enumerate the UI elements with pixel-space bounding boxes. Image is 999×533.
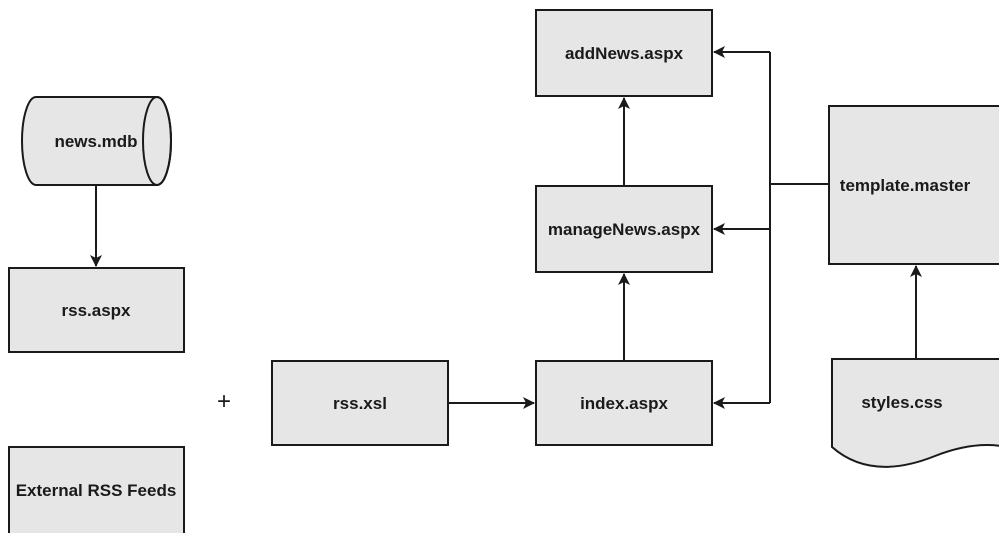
manage-news-aspx-box: manageNews.aspx xyxy=(535,185,713,273)
template-master-label: template.master xyxy=(840,176,971,195)
rss-aspx-label: rss.aspx xyxy=(62,301,132,320)
manage-news-aspx-label: manageNews.aspx xyxy=(548,220,701,239)
rss-xsl-box: rss.xsl xyxy=(271,360,449,446)
news-mdb-database: news.mdb xyxy=(21,96,172,186)
styles-css-document: styles.css xyxy=(831,358,999,468)
styles-css-label: styles.css xyxy=(861,393,942,412)
add-news-aspx-label: addNews.aspx xyxy=(565,44,684,63)
external-rss-feeds-box: External RSS Feeds xyxy=(8,446,185,533)
rss-xsl-label: rss.xsl xyxy=(333,394,387,413)
index-aspx-box: index.aspx xyxy=(535,360,713,446)
external-rss-feeds-label: External RSS Feeds xyxy=(16,481,177,500)
connectors xyxy=(90,46,922,409)
index-aspx-label: index.aspx xyxy=(580,394,668,413)
news-mdb-label: news.mdb xyxy=(54,132,137,151)
rss-aspx-box: rss.aspx xyxy=(8,267,185,353)
add-news-aspx-box: addNews.aspx xyxy=(535,9,713,97)
plus-operator: + xyxy=(217,388,231,415)
template-master-box: template.master xyxy=(828,105,999,265)
